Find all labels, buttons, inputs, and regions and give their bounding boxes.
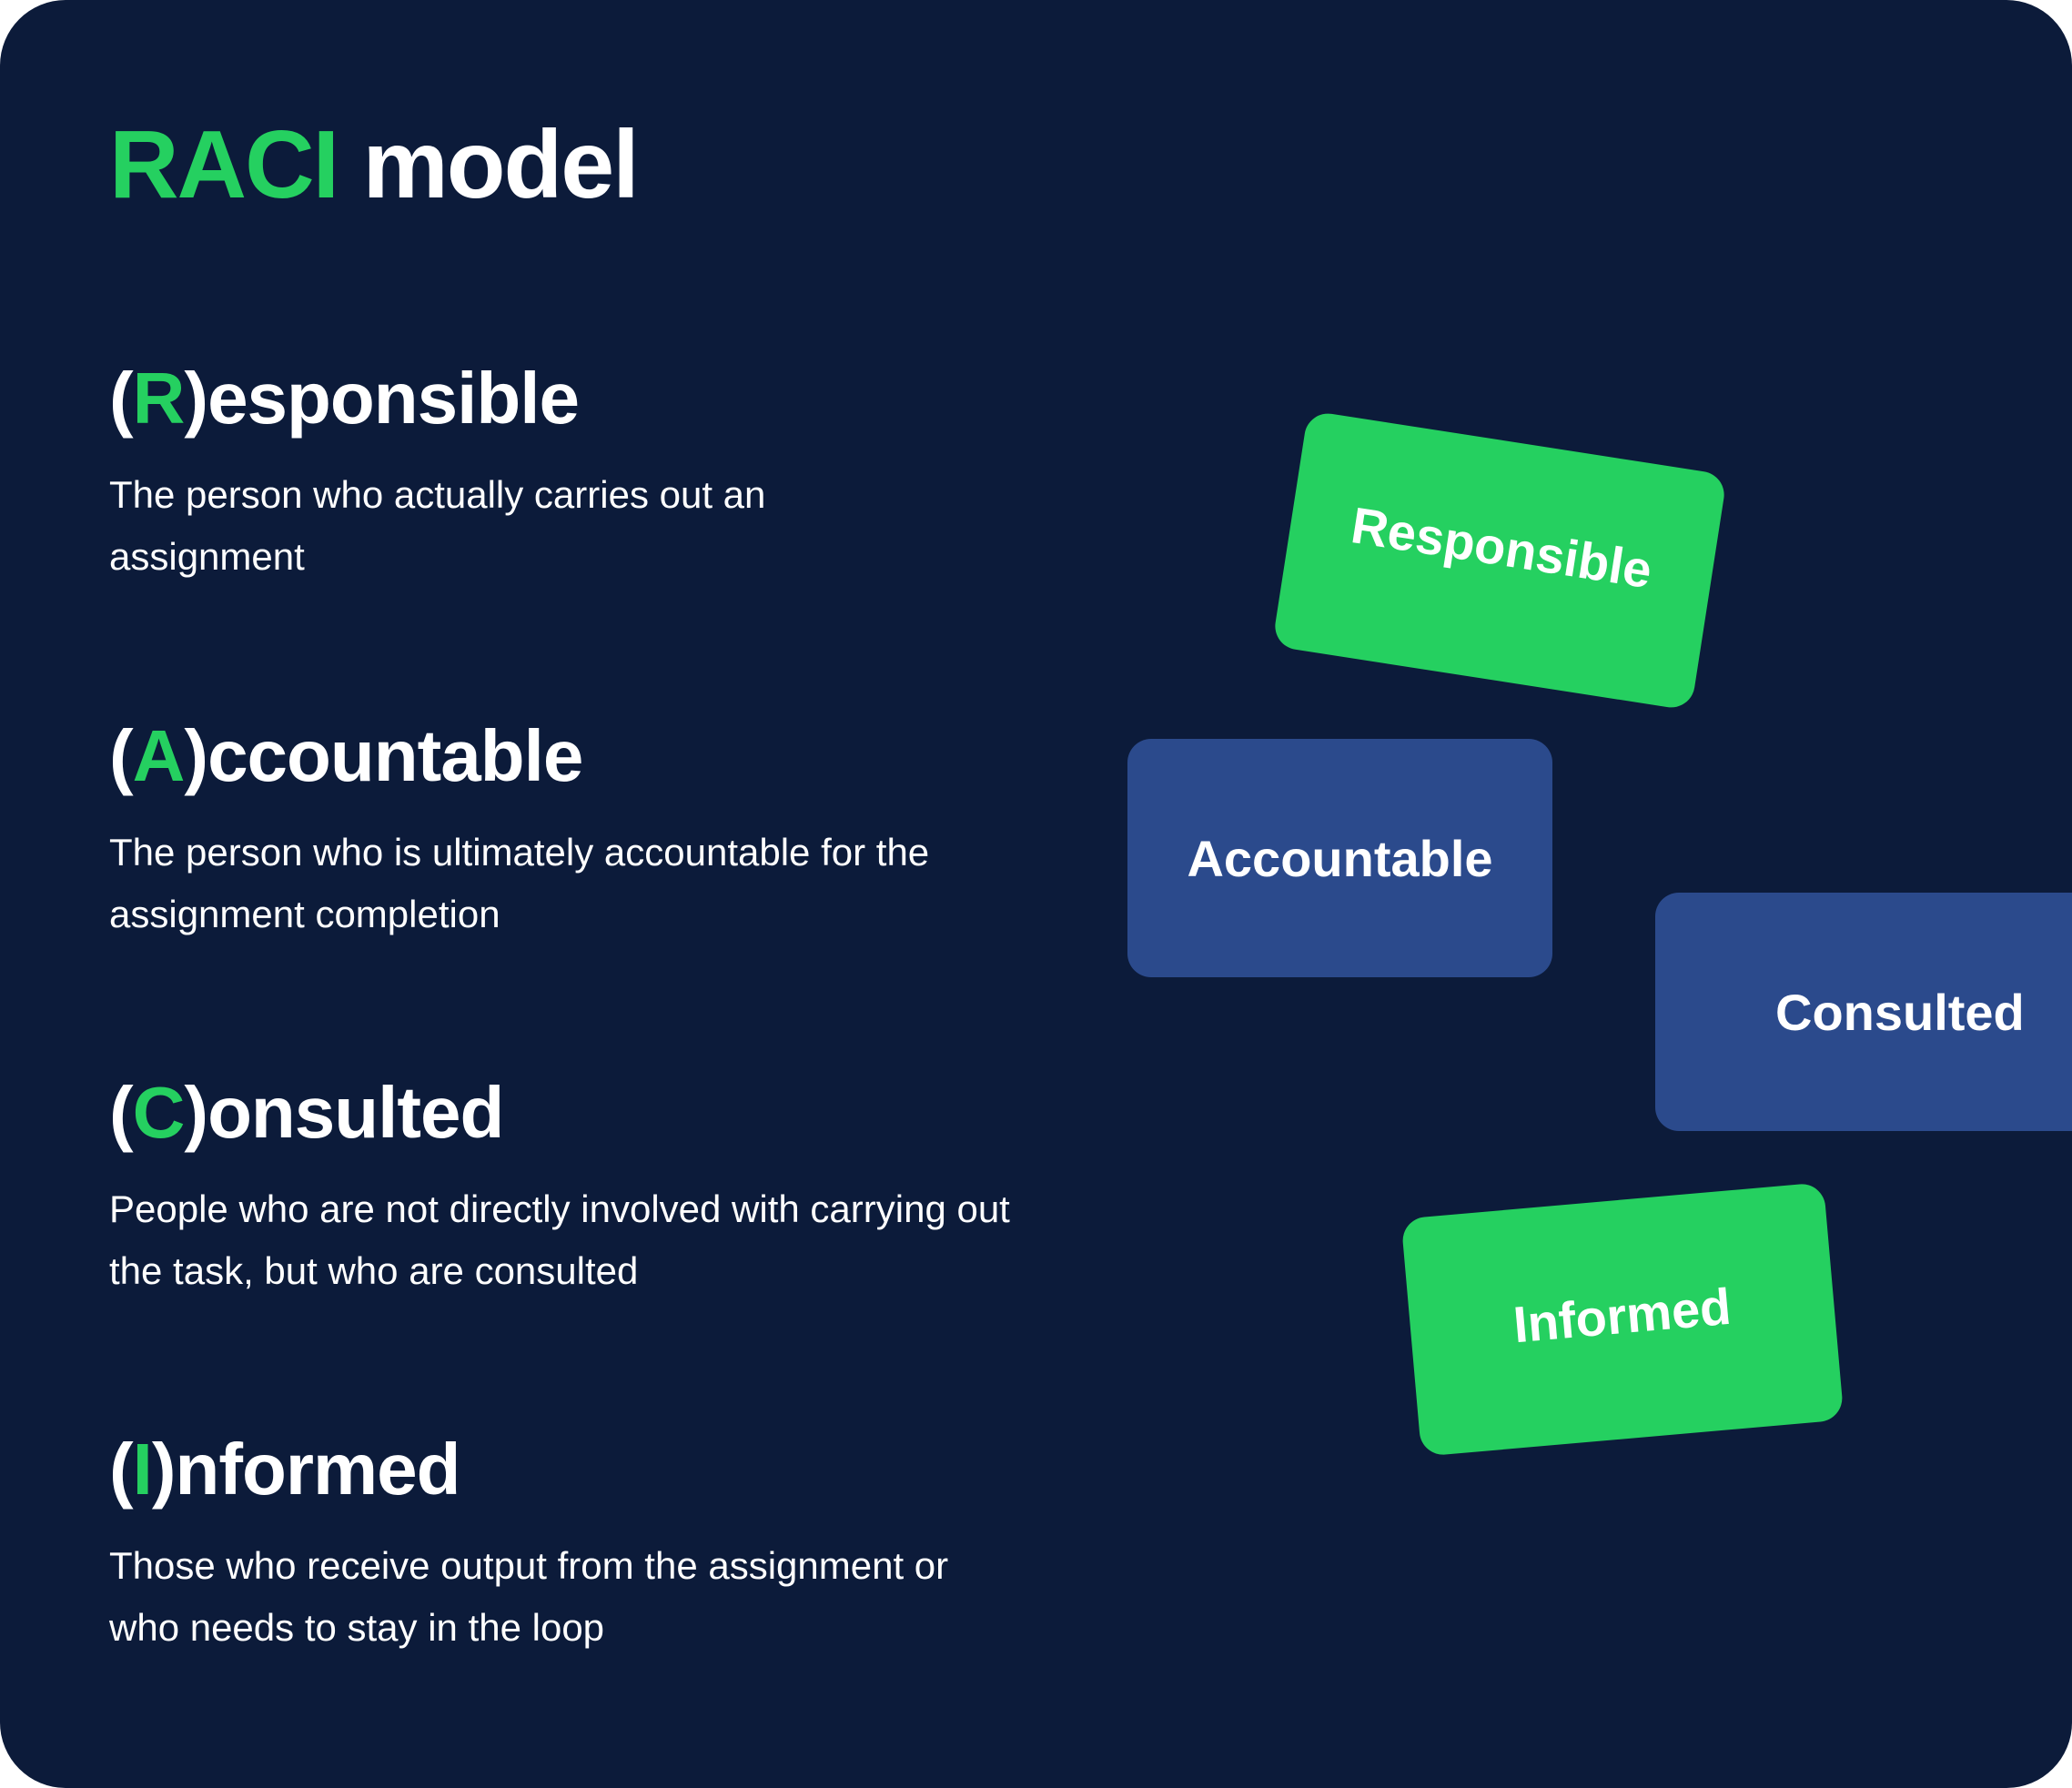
paren-open: ( xyxy=(109,715,134,796)
card-label: Responsible xyxy=(1347,495,1656,599)
paren-open: ( xyxy=(109,1429,134,1510)
heading-letter: R xyxy=(132,358,186,439)
heading-letter: I xyxy=(132,1429,153,1510)
heading-letter: C xyxy=(132,1072,186,1153)
heading-letter: A xyxy=(132,715,186,796)
section-accountable: (A)ccountable The person who is ultimate… xyxy=(109,712,1001,945)
heading-rest: onsulted xyxy=(207,1072,504,1153)
section-heading-accountable: (A)ccountable xyxy=(109,712,1001,800)
section-heading-informed: (I)nformed xyxy=(109,1426,1001,1513)
page-title: RACI model xyxy=(109,107,640,223)
paren-close: ) xyxy=(184,1072,208,1153)
paren-close: ) xyxy=(184,715,208,796)
section-responsible: (R)esponsible The person who actually ca… xyxy=(109,355,1001,588)
heading-rest: nformed xyxy=(175,1429,461,1510)
section-informed: (I)nformed Those who receive output from… xyxy=(109,1426,1001,1659)
section-description-accountable: The person who is ultimately accountable… xyxy=(109,831,930,935)
heading-rest: ccountable xyxy=(207,715,583,796)
card-label: Consulted xyxy=(1775,983,2025,1041)
paren-close: ) xyxy=(151,1429,177,1510)
section-heading-consulted: (C)onsulted xyxy=(109,1069,1001,1157)
card-responsible: Responsible xyxy=(1271,409,1728,712)
card-label: Accountable xyxy=(1187,829,1493,887)
paren-close: ) xyxy=(184,358,208,439)
paren-open: ( xyxy=(109,358,134,439)
card-accountable: Accountable xyxy=(1127,739,1552,977)
card-label: Informed xyxy=(1511,1277,1733,1353)
card-consulted: Consulted xyxy=(1655,893,2072,1131)
section-consulted: (C)onsulted People who are not directly … xyxy=(109,1069,1010,1302)
paren-open: ( xyxy=(109,1072,134,1153)
section-heading-responsible: (R)esponsible xyxy=(109,355,1001,442)
title-accent: RACI xyxy=(109,111,339,218)
card-informed: Informed xyxy=(1400,1182,1845,1457)
section-description-responsible: The person who actually carries out an a… xyxy=(109,473,766,578)
heading-rest: esponsible xyxy=(207,358,580,439)
title-rest: model xyxy=(338,111,640,218)
section-description-informed: Those who receive output from the assign… xyxy=(109,1544,949,1649)
section-description-consulted: People who are not directly involved wit… xyxy=(109,1187,1010,1292)
